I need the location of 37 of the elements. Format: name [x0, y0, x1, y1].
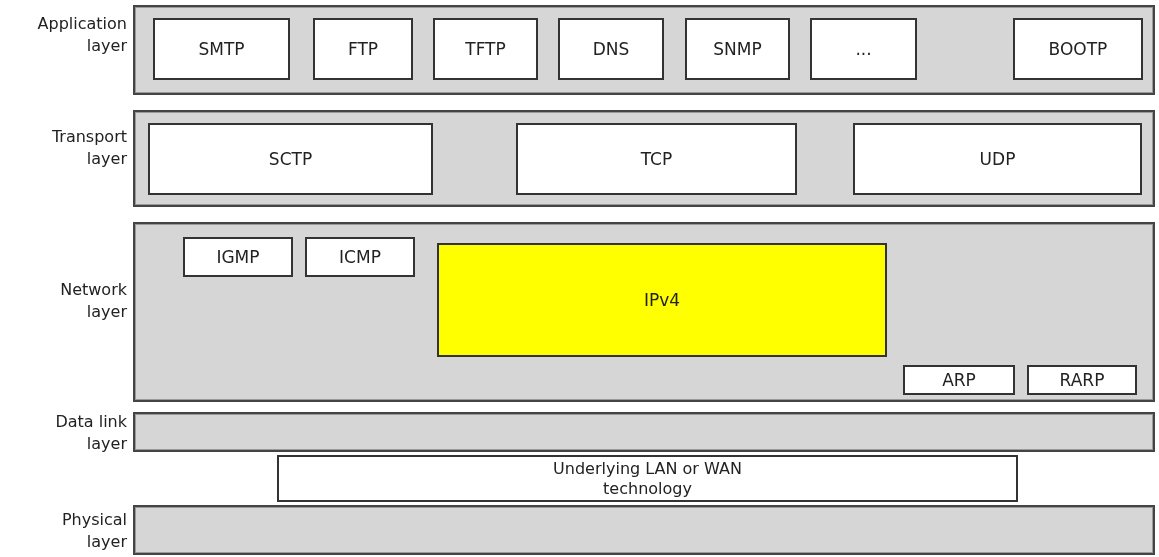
- protocol-label: BOOTP: [1048, 39, 1108, 59]
- protocol-label: SNMP: [713, 39, 762, 59]
- protocol-box: [153, 18, 290, 80]
- protocol-box: [433, 18, 538, 80]
- protocol-box: [277, 455, 1018, 502]
- protocol-label: SCTP: [268, 149, 313, 169]
- layer-label: Data link layer: [54, 411, 127, 455]
- protocol-box: [810, 18, 917, 80]
- protocol-box: [305, 237, 415, 277]
- protocol-label: UDP: [979, 149, 1016, 169]
- protocol-label: ICMP: [339, 247, 381, 267]
- protocol-label: IGMP: [216, 247, 260, 267]
- layer-label: Physical layer: [60, 509, 127, 553]
- layer-label: Network layer: [59, 279, 127, 323]
- layer-label: Application layer: [36, 13, 127, 57]
- protocol-label: ...: [855, 39, 872, 59]
- protocol-label: Underlying LAN or WAN technology: [552, 458, 743, 499]
- protocol-label: FTP: [347, 39, 379, 59]
- protocol-label: TCP: [640, 149, 673, 169]
- protocol-label: IPv4: [643, 290, 681, 310]
- protocol-box: [903, 365, 1015, 395]
- protocol-box: [183, 237, 293, 277]
- protocol-label: RARP: [1059, 370, 1105, 390]
- protocol-box: [685, 18, 790, 80]
- protocol-box: [1027, 365, 1137, 395]
- protocol-box: [1013, 18, 1143, 80]
- layer-label: Transport layer: [50, 126, 127, 170]
- protocol-box: [558, 18, 664, 80]
- protocol-box: [516, 123, 797, 195]
- protocol-box: [148, 123, 433, 195]
- protocol-label: SMTP: [198, 39, 245, 59]
- protocol-box: [437, 243, 887, 357]
- protocol-label: TFTP: [465, 39, 506, 59]
- protocol-label: ARP: [942, 370, 976, 390]
- protocol-box: [853, 123, 1142, 195]
- protocol-box: [313, 18, 413, 80]
- protocol-label: DNS: [592, 39, 630, 59]
